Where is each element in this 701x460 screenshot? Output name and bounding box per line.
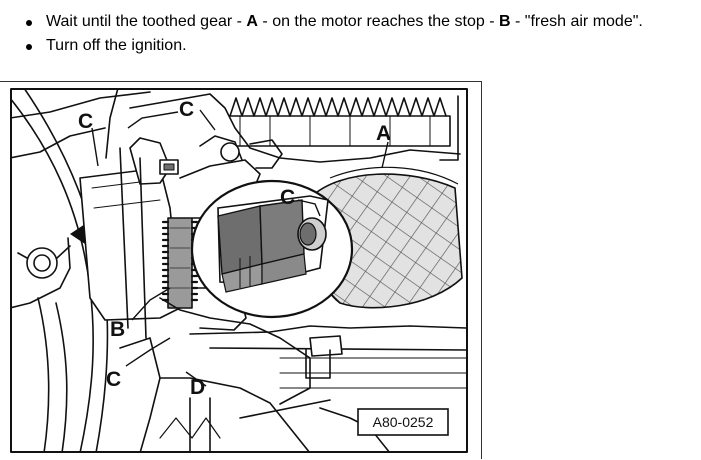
figure-id-box: A80-0252: [357, 408, 449, 436]
instruction-list: Wait until the toothed gear - A - on the…: [0, 10, 701, 58]
detail-magnifier: [190, 179, 354, 319]
ribbed-fins: [229, 95, 459, 161]
figure-id: A80-0252: [373, 414, 434, 430]
bullet-icon: [26, 44, 32, 50]
callout-c-top: C: [179, 98, 194, 121]
instruction-step-1: Wait until the toothed gear - A - on the…: [0, 10, 701, 34]
step-text: Turn off the ignition.: [46, 37, 187, 54]
step-text: - "fresh air mode".: [510, 13, 643, 30]
label-b-ref: B: [498, 13, 511, 30]
lower-frame: [189, 325, 467, 335]
step-text: Wait until the toothed gear -: [46, 13, 247, 30]
figure-frame: [0, 81, 482, 459]
callout-b: B: [110, 318, 125, 341]
callout-d: D: [190, 376, 205, 399]
instruction-step-2: Turn off the ignition.: [0, 34, 701, 58]
servo-motor: [79, 137, 181, 339]
callout-c-top-left: C: [78, 110, 93, 133]
callout-leaders: [91, 109, 389, 387]
technical-illustration: C C C A B C D A80-0252: [10, 88, 468, 453]
toothed-gear: [161, 217, 199, 309]
callout-a: A: [376, 122, 391, 145]
bullet-icon: [26, 20, 32, 26]
callout-c-bottom: C: [106, 368, 121, 391]
callout-c-detail: C: [280, 186, 295, 209]
mounting-bolt: [17, 245, 71, 279]
label-a-ref: A: [246, 13, 258, 30]
housing-upper: [129, 93, 461, 163]
drawing-border: [10, 88, 468, 453]
step-text: - on the motor reaches the stop -: [257, 13, 499, 30]
